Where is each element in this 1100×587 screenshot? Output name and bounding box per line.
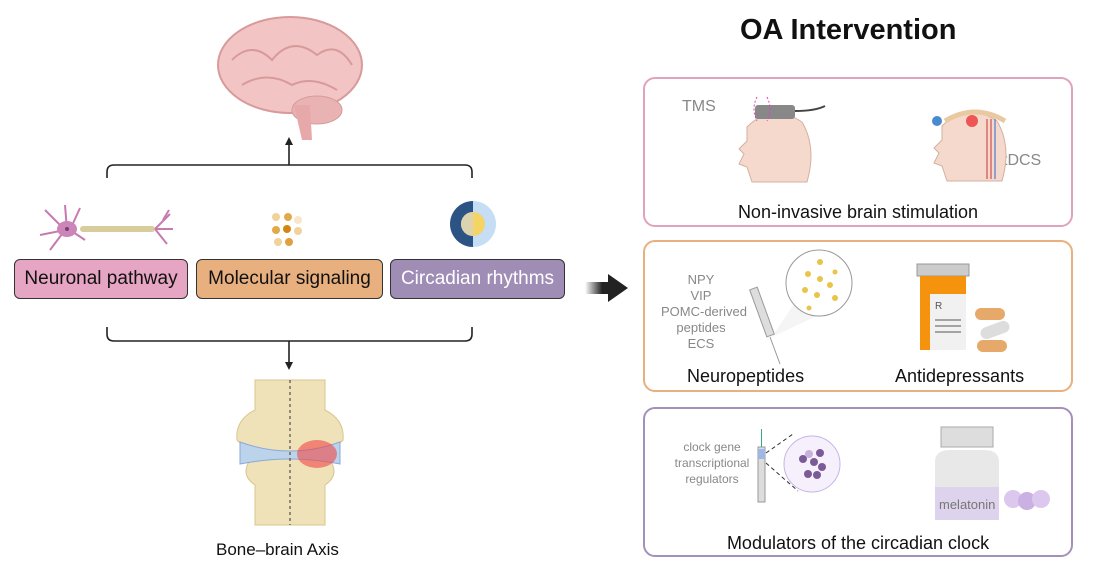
brain-icon bbox=[217, 16, 363, 140]
neuropeptides-caption: Neuropeptides bbox=[687, 366, 805, 386]
panel-caption: Modulators of the circadian clock bbox=[726, 533, 990, 553]
day-night-icon bbox=[450, 201, 496, 247]
agent-peptides: peptides bbox=[676, 320, 726, 335]
panel-neuropeptides-antidepressants: NPY VIP POMC-derived peptides ECS R Neur… bbox=[643, 240, 1073, 392]
tms-head-icon bbox=[738, 96, 826, 183]
neuropeptide-list: NPY VIP POMC-derived peptides ECS bbox=[661, 272, 747, 352]
agent-npy: NPY bbox=[687, 272, 715, 287]
category-label: Circadian rhythms bbox=[400, 268, 555, 289]
neuron-icon bbox=[39, 204, 173, 251]
category-neuronal-pathway: Neuronal pathway bbox=[14, 259, 188, 299]
category-circadian-rhythms: Circadian rhythms bbox=[390, 259, 565, 299]
clock-gene-list: clock gene transcriptional regulators bbox=[667, 439, 757, 487]
antidepressants-caption: Antidepressants bbox=[895, 366, 1025, 386]
top-bracket bbox=[106, 137, 628, 370]
knee-joint-icon bbox=[236, 379, 344, 526]
agent-line: transcriptional bbox=[674, 456, 750, 470]
category-molecular-signaling: Molecular signaling bbox=[196, 259, 383, 299]
tms-label: TMS bbox=[682, 98, 716, 115]
panel-circadian-modulators: clock gene transcriptional regulators me… bbox=[643, 407, 1073, 557]
panel-brain-stimulation: TMS tDCS Non-invasive brain stimulation bbox=[643, 77, 1073, 227]
category-label: Molecular signaling bbox=[208, 268, 371, 289]
tdcs-label: tDCS bbox=[1003, 152, 1042, 169]
bone-brain-axis-caption: Bone–brain Axis bbox=[216, 540, 339, 559]
molecules-icon bbox=[272, 213, 302, 246]
syringe-icon bbox=[757, 429, 841, 503]
panel-caption: Non-invasive brain stimulation bbox=[737, 202, 979, 222]
pill-bottle-icon: R bbox=[916, 263, 1010, 352]
svg-text:R: R bbox=[935, 301, 942, 312]
agent-vip: VIP bbox=[690, 288, 712, 303]
melatonin-bottle-icon bbox=[935, 426, 1050, 520]
syringe-icon bbox=[749, 249, 853, 365]
tdcs-head-icon bbox=[932, 109, 1007, 182]
agent-pomc: POMC-derived bbox=[661, 304, 747, 319]
page-title: OA Intervention bbox=[740, 14, 957, 46]
agent-ecs: ECS bbox=[687, 336, 715, 351]
melatonin-label: melatonin bbox=[939, 497, 996, 512]
agent-line: clock gene bbox=[683, 440, 741, 454]
agent-line: regulators bbox=[685, 472, 739, 486]
category-label: Neuronal pathway bbox=[24, 268, 178, 289]
